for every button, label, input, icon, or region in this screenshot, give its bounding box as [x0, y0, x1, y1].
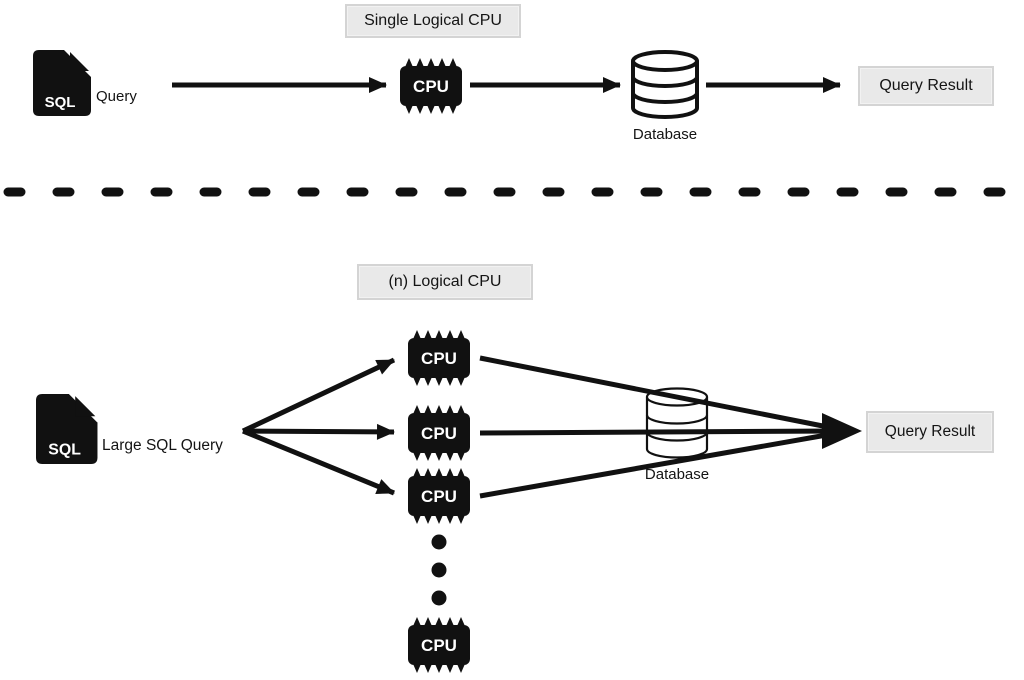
- sql-file-large-icon: SQL: [36, 394, 98, 464]
- cpu-chip-single: CPU: [400, 58, 462, 114]
- database-icon: [631, 50, 699, 119]
- cpu-label: CPU: [413, 77, 449, 96]
- title-text: (n) Logical CPU: [388, 273, 502, 290]
- folded-corner-icon: [75, 396, 96, 417]
- line-cpu2-to-result: [479, 428, 839, 436]
- cpu-label: CPU: [421, 424, 457, 443]
- database-label-parallel: Database: [644, 466, 710, 483]
- query-result-box: Query Result: [858, 66, 994, 106]
- cpu-chip-3: CPU: [408, 468, 470, 524]
- arrow-query-to-cpu-3: [242, 428, 395, 496]
- arrow-query-to-cpu-1: [241, 357, 396, 434]
- query-result-text: Query Result: [884, 423, 976, 440]
- cpu-label: CPU: [421, 636, 457, 655]
- cpu-label: CPU: [421, 349, 457, 368]
- cpu-chip-n: CPU: [408, 617, 470, 673]
- ellipsis-dots-icon: [431, 534, 447, 606]
- sql-file-icon: SQL: [33, 50, 91, 116]
- cpu-label: CPU: [421, 487, 457, 506]
- database-label: Database: [632, 126, 698, 143]
- line-cpu1-to-result: [479, 355, 839, 432]
- sql-badge: SQL: [45, 94, 76, 111]
- title-box-n-cpu: (n) Logical CPU: [357, 264, 533, 300]
- query-label: Query: [96, 88, 137, 105]
- arrow-query-to-cpu-2: [242, 423, 395, 440]
- cpu-chip-1: CPU: [408, 330, 470, 386]
- sql-badge: SQL: [48, 441, 81, 458]
- title-box-single-cpu: Single Logical CPU: [345, 4, 521, 38]
- large-query-label: Large SQL Query: [102, 437, 223, 454]
- line-cpu3-to-result: [479, 430, 839, 499]
- folded-corner-icon: [70, 52, 89, 71]
- title-text: Single Logical CPU: [364, 12, 502, 29]
- cpu-chip-2: CPU: [408, 405, 470, 461]
- query-result-text: Query Result: [879, 77, 973, 94]
- arrowhead-to-result-icon: [822, 413, 862, 449]
- query-result-box-parallel: Query Result: [866, 411, 994, 453]
